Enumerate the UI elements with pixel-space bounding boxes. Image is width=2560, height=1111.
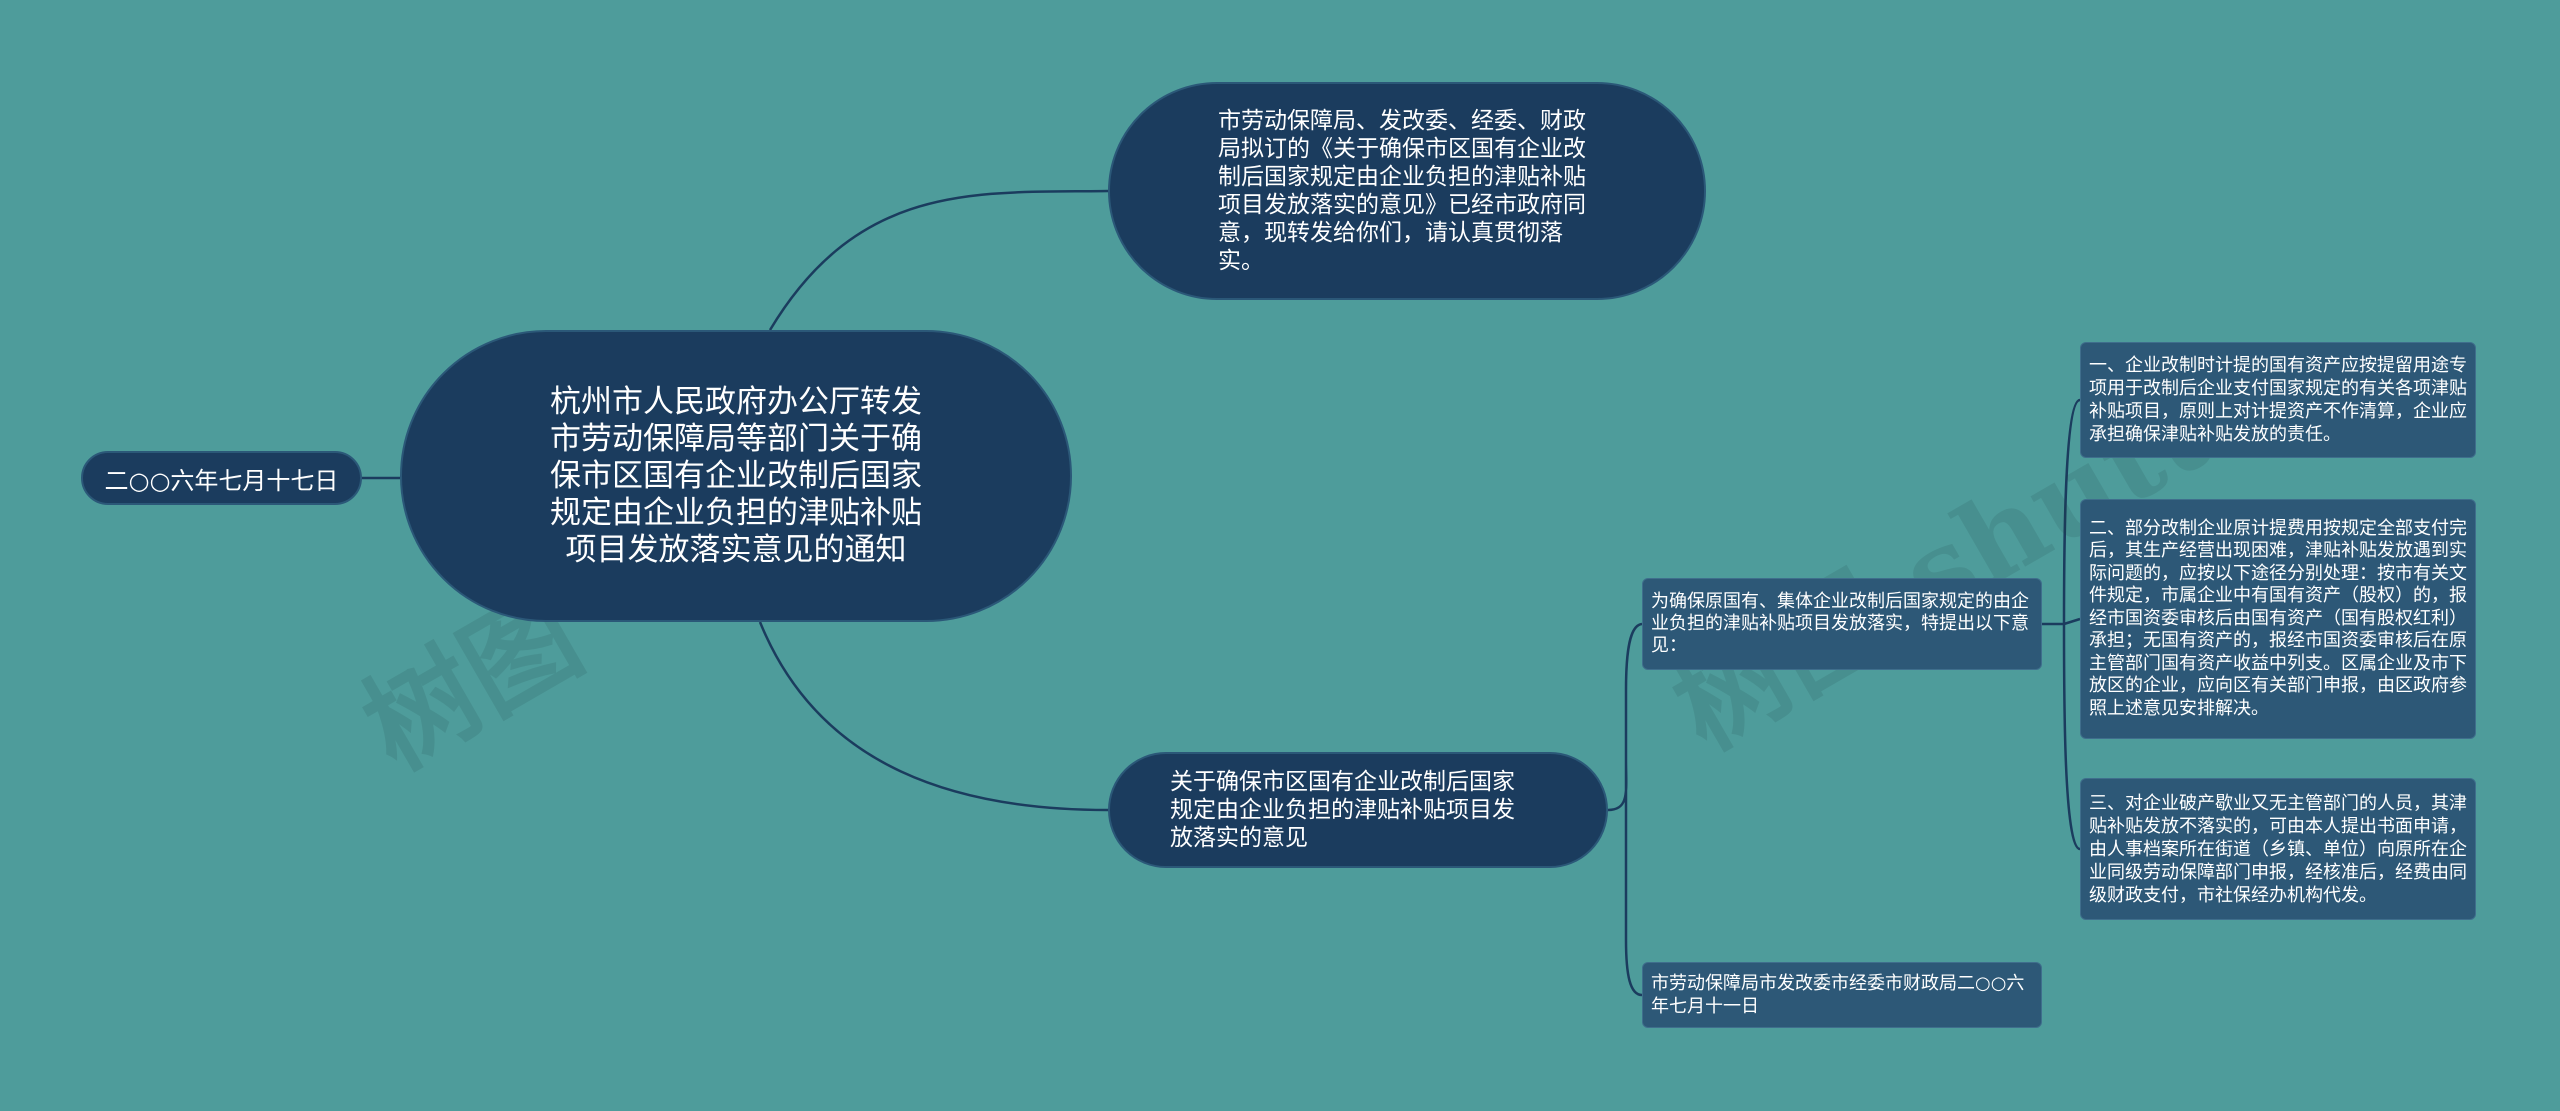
opinion-item-2-node[interactable]: 二、部分改制企业原计提费用按规定全部支付完后，其生产经营出现困难，津贴补贴发放遇… <box>2080 499 2476 739</box>
intro-text: 为确保原国有、集体企业改制后国家规定的由企业负担的津贴补贴项目发放落实，特提出以… <box>1651 591 2029 656</box>
opinion-item-1-node[interactable]: 一、企业改制时计提的国有资产应按提留用途专项用于改制后企业支付国家规定的有关各项… <box>2080 342 2476 458</box>
forward-notice-text: 市劳动保障局、发改委、经委、财政局拟订的《关于确保市区国有企业改制后国家规定由企… <box>1218 108 1586 274</box>
connector-intro-items <box>2042 398 2081 851</box>
signature-text: 市劳动保障局市发改委市经委市财政局二○○六年七月十一日 <box>1651 973 2025 1017</box>
root-topic-node[interactable]: 杭州市人民政府办公厅转发市劳动保障局等部门关于确保市区国有企业改制后国家规定由企… <box>400 330 1072 622</box>
intro-node[interactable]: 为确保原国有、集体企业改制后国家规定的由企业负担的津贴补贴项目发放落实，特提出以… <box>1642 578 2042 670</box>
opinion-item-2-text: 二、部分改制企业原计提费用按规定全部支付完后，其生产经营出现困难，津贴补贴发放遇… <box>2089 517 2467 719</box>
opinion-item-1-text: 一、企业改制时计提的国有资产应按提留用途专项用于改制后企业支付国家规定的有关各项… <box>2089 355 2467 445</box>
signature-node[interactable]: 市劳动保障局市发改委市经委市财政局二○○六年七月十一日 <box>1642 962 2042 1028</box>
opinion-item-3-node[interactable]: 三、对企业破产歇业又无主管部门的人员，其津贴补贴发放不落实的，可由本人提出书面申… <box>2080 778 2476 920</box>
opinion-title-node[interactable]: 关于确保市区国有企业改制后国家规定由企业负担的津贴补贴项目发放落实的意见 <box>1108 752 1608 868</box>
root-topic-text: 杭州市人民政府办公厅转发市劳动保障局等部门关于确保市区国有企业改制后国家规定由企… <box>550 383 922 568</box>
connector-mid-children <box>1607 622 1643 997</box>
date-text: 二○○六年七月十七日 <box>104 466 339 495</box>
opinion-title-text: 关于确保市区国有企业改制后国家规定由企业负担的津贴补贴项目发放落实的意见 <box>1170 769 1515 851</box>
opinion-item-3-text: 三、对企业破产歇业又无主管部门的人员，其津贴补贴发放不落实的，可由本人提出书面申… <box>2089 792 2467 906</box>
date-node[interactable]: 二○○六年七月十七日 <box>81 451 362 505</box>
connector-root-top <box>768 189 1109 331</box>
connector-root-mid <box>758 621 1109 812</box>
forward-notice-node[interactable]: 市劳动保障局、发改委、经委、财政局拟订的《关于确保市区国有企业改制后国家规定由企… <box>1108 82 1706 300</box>
